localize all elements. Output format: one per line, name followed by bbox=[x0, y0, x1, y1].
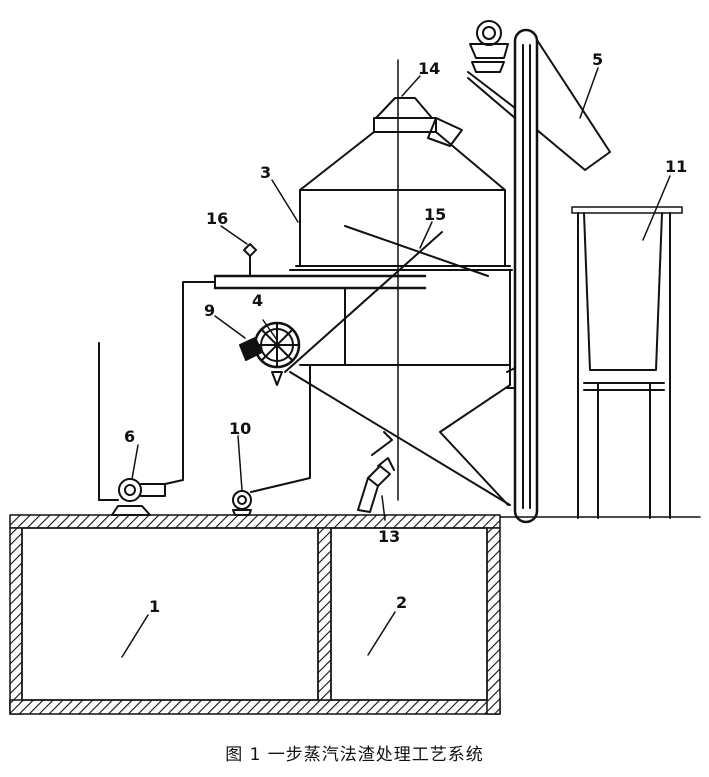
part-labels: 1 2 3 4 5 6 9 10 11 13 14 15 16 bbox=[124, 50, 687, 616]
water-pit-2 bbox=[330, 527, 501, 715]
label-3: 3 bbox=[260, 163, 271, 182]
elevator-motor bbox=[467, 20, 516, 119]
leader-lines bbox=[121, 67, 671, 658]
label-16: 16 bbox=[206, 209, 228, 228]
label-6: 6 bbox=[124, 427, 135, 446]
label-4: 4 bbox=[252, 291, 263, 310]
label-1: 1 bbox=[149, 597, 160, 616]
ground-slab bbox=[9, 514, 701, 529]
label-15: 15 bbox=[424, 205, 446, 224]
water-pipe bbox=[98, 281, 216, 501]
granulator-drum bbox=[253, 321, 301, 386]
drum-motor bbox=[239, 337, 263, 361]
label-5: 5 bbox=[592, 50, 603, 69]
label-9: 9 bbox=[204, 301, 215, 320]
figure-caption: 图 1 一步蒸汽法渣处理工艺系统 bbox=[225, 745, 484, 765]
pump-10 bbox=[232, 364, 311, 516]
water-pit-1 bbox=[9, 527, 501, 715]
label-13: 13 bbox=[378, 527, 400, 546]
label-14: 14 bbox=[418, 59, 440, 78]
valve-16 bbox=[243, 243, 257, 277]
slag-chute bbox=[284, 225, 511, 506]
storage-silo bbox=[571, 206, 683, 519]
steam-vessel bbox=[289, 131, 513, 271]
slag-outlet-13 bbox=[357, 457, 395, 513]
exhaust-hood bbox=[373, 97, 463, 147]
label-10: 10 bbox=[229, 419, 251, 438]
pump-6 bbox=[111, 478, 184, 516]
label-11: 11 bbox=[665, 157, 687, 176]
label-2: 2 bbox=[396, 593, 407, 612]
bucket-elevator bbox=[506, 28, 611, 524]
